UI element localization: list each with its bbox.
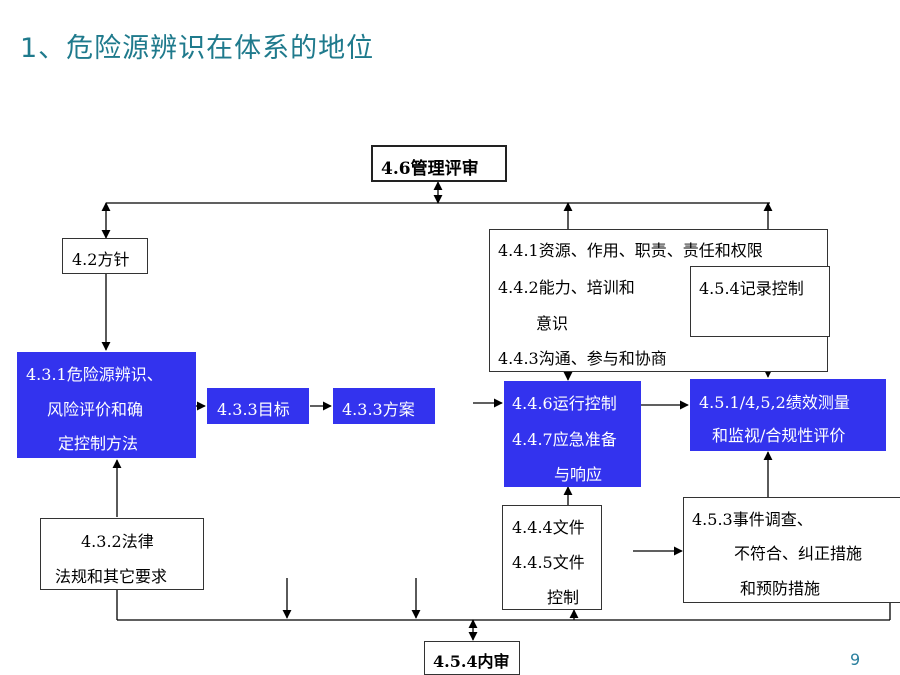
node-label: 4.3.3方案	[342, 400, 415, 419]
node-label: 4.4.7应急准备	[512, 430, 617, 449]
node-incident-investigation: 4.5.3事件调查、 不符合、纠正措施 和预防措施	[683, 497, 900, 603]
node-program: 4.3.3方案	[333, 388, 435, 424]
node-records-control: 4.5.4记录控制	[690, 266, 830, 337]
node-label: 4.4.1资源、作用、职责、责任和权限	[498, 241, 763, 260]
node-label: 法规和其它要求	[55, 567, 168, 586]
slide-title: 1、危险源辨识在体系的地位	[20, 33, 375, 64]
node-performance-measurement: 4.5.1/4,5,2绩效测量 和监视/合规性评价	[690, 379, 886, 451]
node-label: 4.2方针	[72, 250, 130, 269]
node-label: 4.3.1危险源辨识、	[26, 365, 163, 384]
page-number: 9	[850, 650, 861, 669]
node-label: 4.5.3事件调查、	[692, 510, 813, 529]
node-label: 与响应	[554, 465, 603, 484]
node-label: 4.4.2能力、培训和	[498, 278, 635, 297]
node-policy: 4.2方针	[62, 238, 148, 274]
node-operational-control: 4.4.6运行控制 4.4.7应急准备 与响应	[504, 381, 641, 487]
node-label: 风险评价和确	[47, 400, 144, 419]
node-label: 4.3.3目标	[217, 400, 290, 419]
node-legal-requirements: 4.3.2法律 法规和其它要求	[40, 518, 204, 590]
node-label: 4.4.6运行控制	[512, 394, 617, 413]
node-label: 4.4.4文件	[512, 518, 585, 537]
node-label: 不符合、纠正措施	[734, 544, 863, 563]
node-label: 4.4.5文件	[512, 553, 585, 572]
node-label: 定控制方法	[58, 434, 139, 453]
node-label: 4.5.1/4,5,2绩效测量	[699, 393, 850, 412]
node-label: 意识	[536, 314, 569, 333]
node-objective: 4.3.3目标	[207, 388, 309, 424]
node-hazard-identification: 4.3.1危险源辨识、 风险评价和确 定控制方法	[17, 352, 196, 458]
node-label: 4.3.2法律	[81, 532, 154, 551]
node-label: 4.5.4记录控制	[699, 279, 804, 298]
node-label: 和监视/合规性评价	[712, 426, 846, 445]
node-label: 和预防措施	[740, 579, 821, 598]
node-label: 4.4.3沟通、参与和协商	[498, 349, 667, 368]
node-internal-audit: 4.5.4内审	[424, 641, 520, 675]
node-documentation: 4.4.4文件 4.4.5文件 控制	[502, 505, 602, 610]
node-label: 4.6管理评审	[381, 159, 479, 179]
node-label: 4.5.4内审	[433, 652, 510, 671]
node-label: 控制	[547, 588, 580, 607]
node-management-review: 4.6管理评审	[371, 145, 507, 182]
